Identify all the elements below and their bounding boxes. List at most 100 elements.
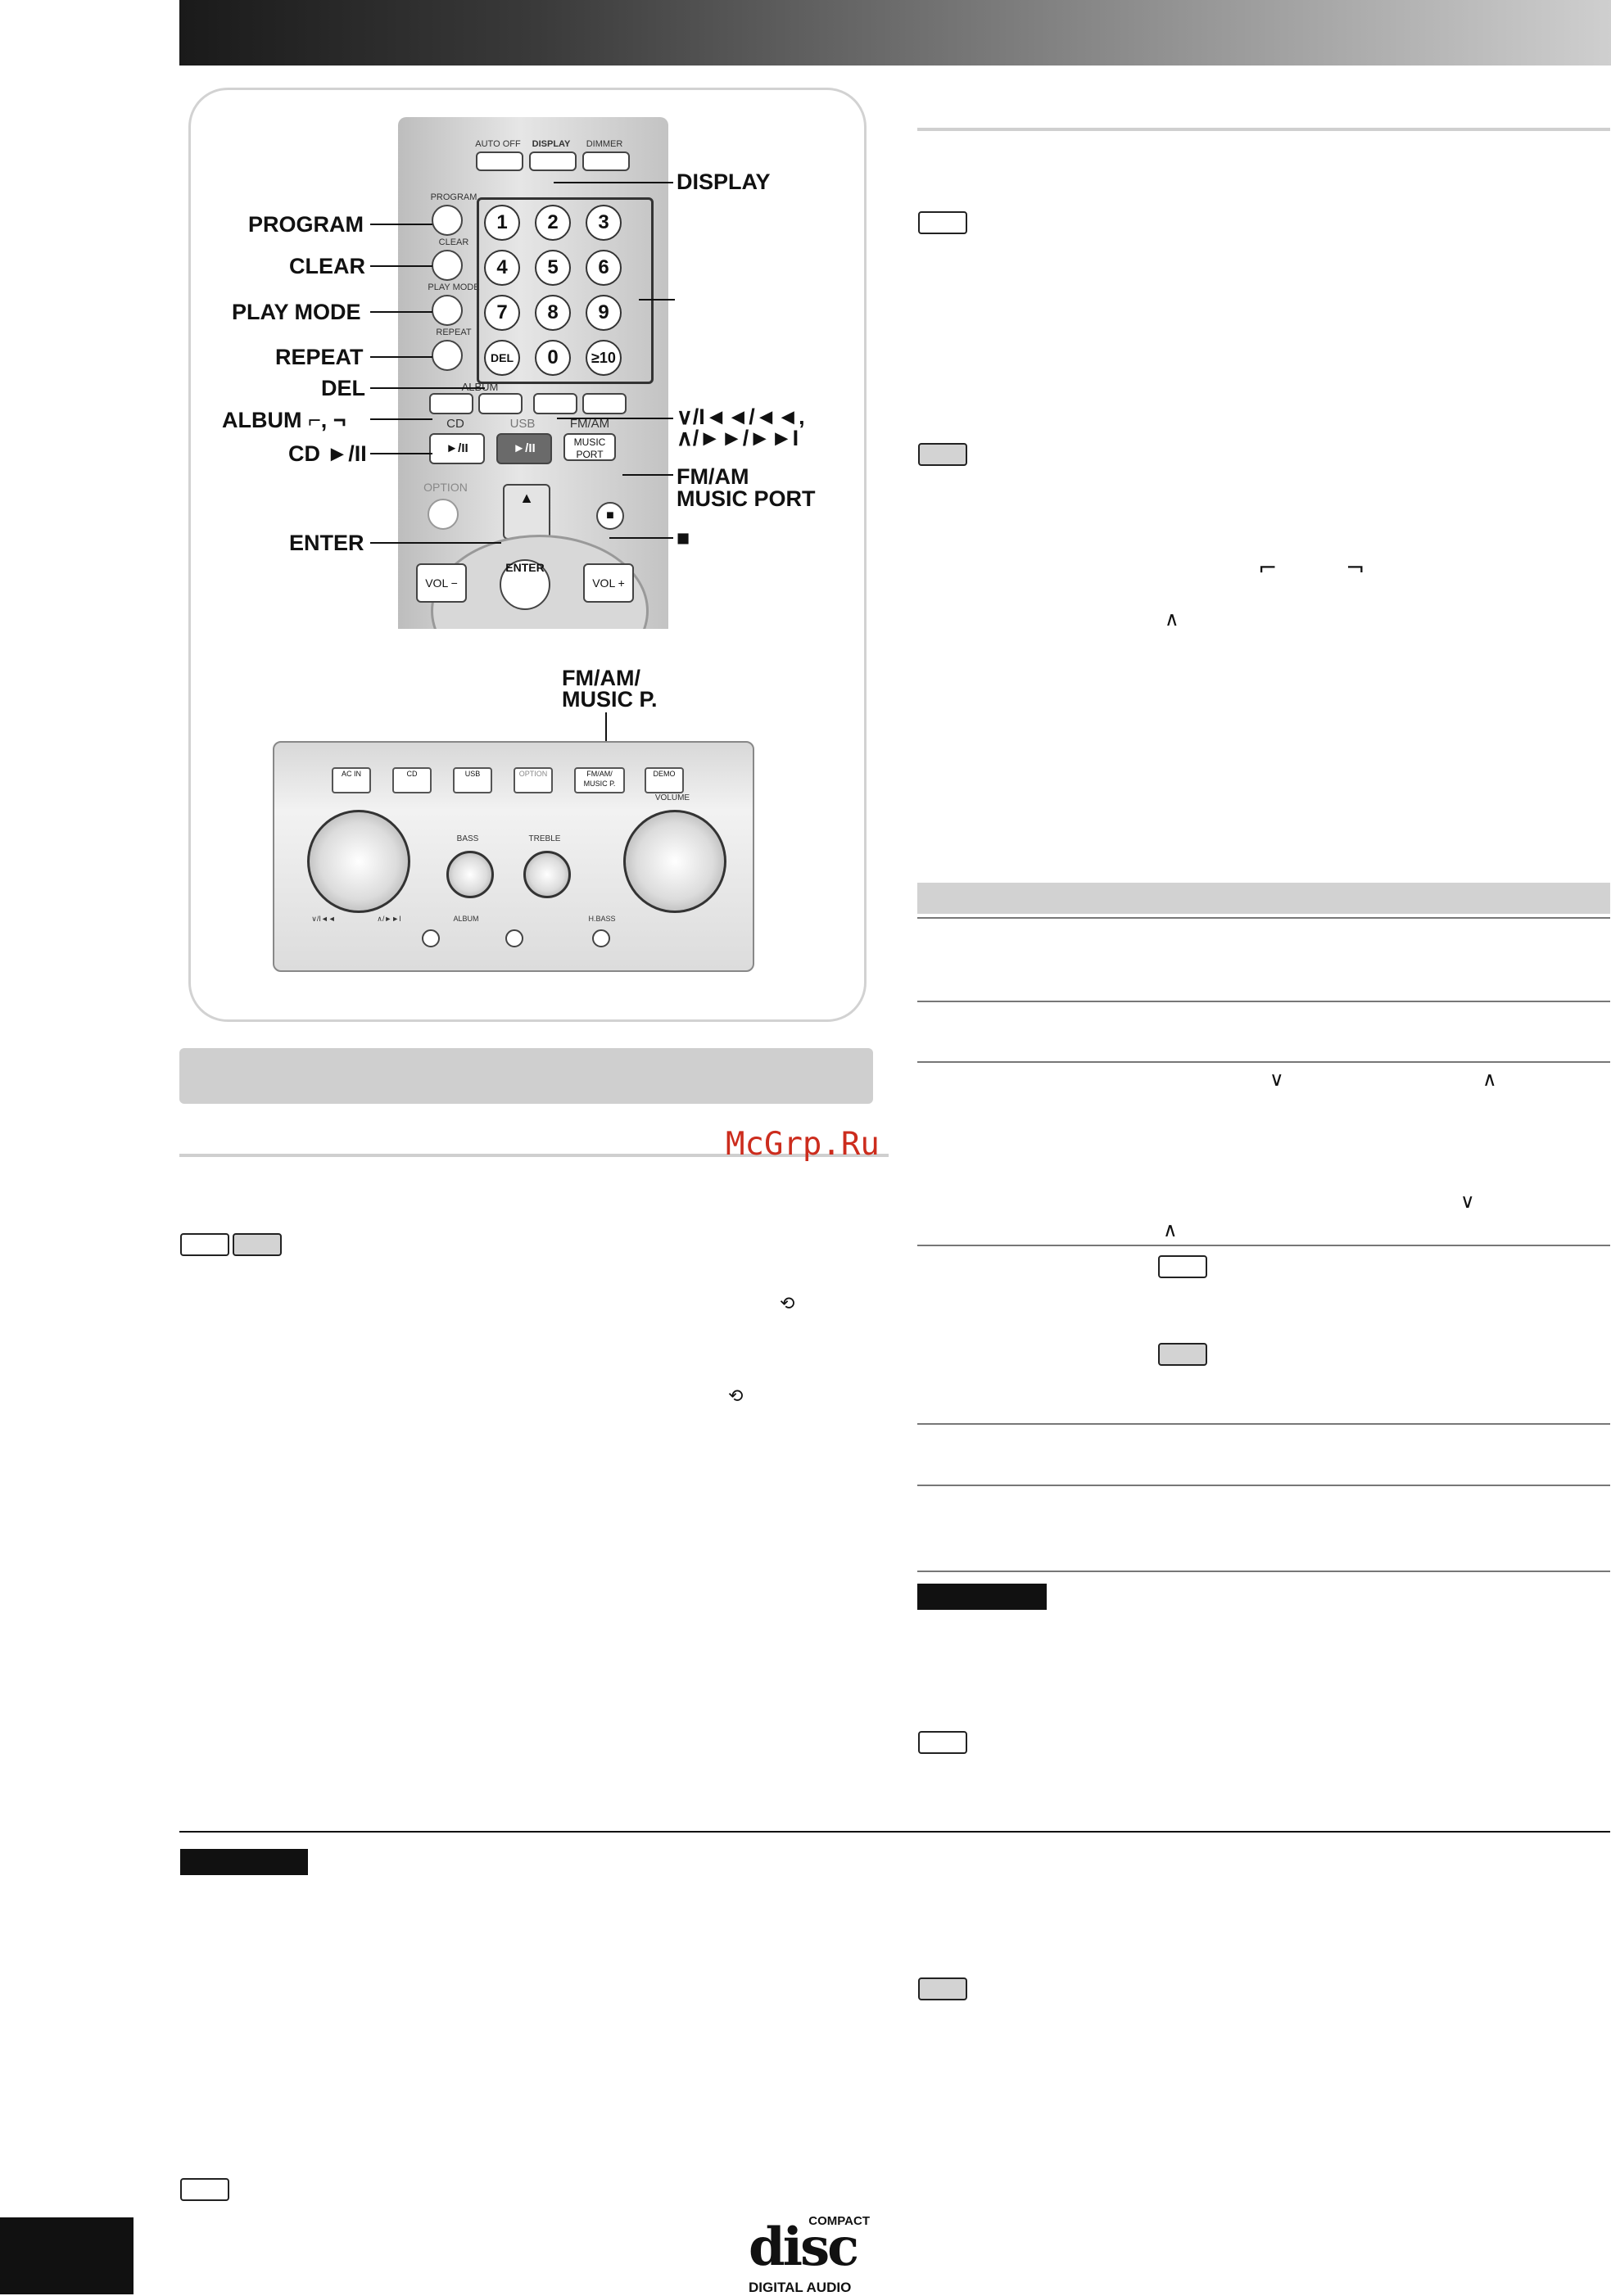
unit-album-label: ALBUM: [453, 915, 479, 923]
key-1: 1: [484, 205, 520, 241]
watermark: McGrp.Ru: [726, 1126, 880, 1163]
callout-unit-fmam-line1: FM/AM/: [562, 666, 640, 690]
unit-cd-button: CD: [392, 767, 432, 793]
unit-option-button: OPTION: [514, 767, 553, 793]
usb-icon: [1158, 1343, 1207, 1366]
callout-skip-line2: ∧/►►/►►I: [677, 426, 799, 450]
table-header: [917, 883, 1610, 914]
key-6: 6: [586, 250, 622, 286]
up-caret-icon: ∧: [1482, 1068, 1497, 1091]
program-button: [432, 205, 463, 236]
hbass-button: [592, 929, 610, 947]
clear-button: [432, 250, 463, 281]
repeat-button: [432, 340, 463, 371]
usb-icon: [233, 1233, 282, 1256]
key-0: 0: [535, 340, 571, 376]
album-prev-button: [429, 393, 473, 414]
unit-fmam-button: FM/AM/ MUSIC P.: [574, 767, 625, 793]
table-divider: [917, 1061, 1610, 1063]
auto-off-button: [476, 151, 523, 171]
down-caret-icon: ∨: [1460, 1190, 1475, 1213]
up-caret-icon: ∧: [1163, 1218, 1178, 1241]
key-8: 8: [535, 295, 571, 331]
del-button: DEL: [484, 340, 520, 376]
disc-icon: [918, 1731, 967, 1754]
skip-forward-button: [582, 393, 627, 414]
leader-del: [370, 387, 485, 389]
callout-enter: ENTER: [289, 531, 364, 555]
unit-acin-button: AC IN: [332, 767, 371, 793]
music-port-button: MUSIC PORT: [563, 433, 616, 461]
leader-clear: [370, 265, 432, 267]
skip-right-label: ∧/►►I: [377, 915, 401, 923]
unit-usb-button: USB: [453, 767, 492, 793]
callout-fmam-line1: FM/AM: [677, 464, 749, 489]
leader-cd: [370, 453, 432, 454]
skip-back-button: [533, 393, 577, 414]
play-mode-label: PLAY MODE: [428, 282, 480, 292]
clear-label: CLEAR: [438, 237, 469, 247]
option-label: OPTION: [423, 481, 468, 494]
right-section-rule: [917, 128, 1610, 131]
callout-unit-fmam-line2: MUSIC P.: [562, 687, 658, 712]
option-button: [428, 499, 459, 530]
treble-label: TREBLE: [528, 834, 561, 843]
callout-play-mode: PLAY MODE: [232, 300, 361, 324]
note-heading-box: [180, 1849, 308, 1875]
callout-cd: CD ►/II: [288, 441, 367, 466]
callout-stop: ■: [677, 526, 690, 550]
disc-icon: [918, 211, 967, 234]
leader-album: [370, 418, 432, 420]
album-prev-small-button: [422, 929, 440, 947]
callout-program: PROGRAM: [248, 212, 364, 237]
display-button: [529, 151, 577, 171]
unit-demo-button: DEMO: [645, 767, 684, 793]
leader-unit-fmam: [605, 712, 607, 766]
hbass-label: H.BASS: [588, 915, 616, 923]
vol-minus-button: VOL −: [416, 563, 467, 603]
play-mode-button: [432, 295, 463, 326]
leader-repeat: [370, 356, 432, 358]
leader-fmam: [622, 474, 673, 476]
left-knob: [307, 810, 410, 913]
down-caret-icon: ∨: [1269, 1068, 1284, 1091]
usb-icon: [918, 1977, 967, 2000]
callout-display: DISPLAY: [677, 169, 771, 194]
leader-stop: [609, 537, 673, 539]
album-next-icon: ¬: [1346, 554, 1365, 581]
callout-album: ALBUM ⌐, ¬: [222, 408, 346, 432]
table-divider: [917, 1485, 1610, 1486]
up-arrow-button: ▲: [503, 484, 550, 540]
repeat-label: REPEAT: [436, 328, 472, 337]
key-5: 5: [535, 250, 571, 286]
keypad-frame: [477, 197, 654, 384]
compact-disc-logo: COMPACT disc DIGITAL AUDIO: [749, 2214, 870, 2295]
key-2: 2: [535, 205, 571, 241]
cd-play-button: ►/II: [429, 433, 485, 464]
table-divider: [917, 1571, 1610, 1572]
table-divider: [917, 1423, 1610, 1425]
vol-plus-button: VOL +: [583, 563, 634, 603]
key-10-plus: ≥10: [586, 340, 622, 376]
disc-icon: [1158, 1255, 1207, 1278]
leader-skip: [557, 418, 673, 419]
album-label: ALBUM: [431, 381, 529, 393]
fmam-label: FM/AM: [569, 417, 610, 431]
leader-keypad: [639, 299, 675, 301]
repeat-icon: ⟲: [780, 1294, 795, 1314]
remote-control: AUTO OFF DISPLAY DIMMER PROGRAM CLEAR PL…: [398, 117, 668, 629]
key-7: 7: [484, 295, 520, 331]
key-4: 4: [484, 250, 520, 286]
logo-digital-audio: DIGITAL AUDIO: [749, 2280, 852, 2295]
repeat-icon: ⟲: [728, 1386, 744, 1407]
key-3: 3: [586, 205, 622, 241]
left-section-rule: [179, 1154, 889, 1157]
table-divider: [917, 1245, 1610, 1246]
logo-compact: COMPACT: [808, 2214, 870, 2228]
callout-fmam-line2: MUSIC PORT: [677, 486, 816, 511]
callout-repeat: REPEAT: [275, 345, 364, 369]
dimmer-button: [582, 151, 630, 171]
callout-del: DEL: [321, 376, 365, 400]
treble-knob: [523, 851, 571, 898]
leader-enter: [370, 542, 501, 544]
